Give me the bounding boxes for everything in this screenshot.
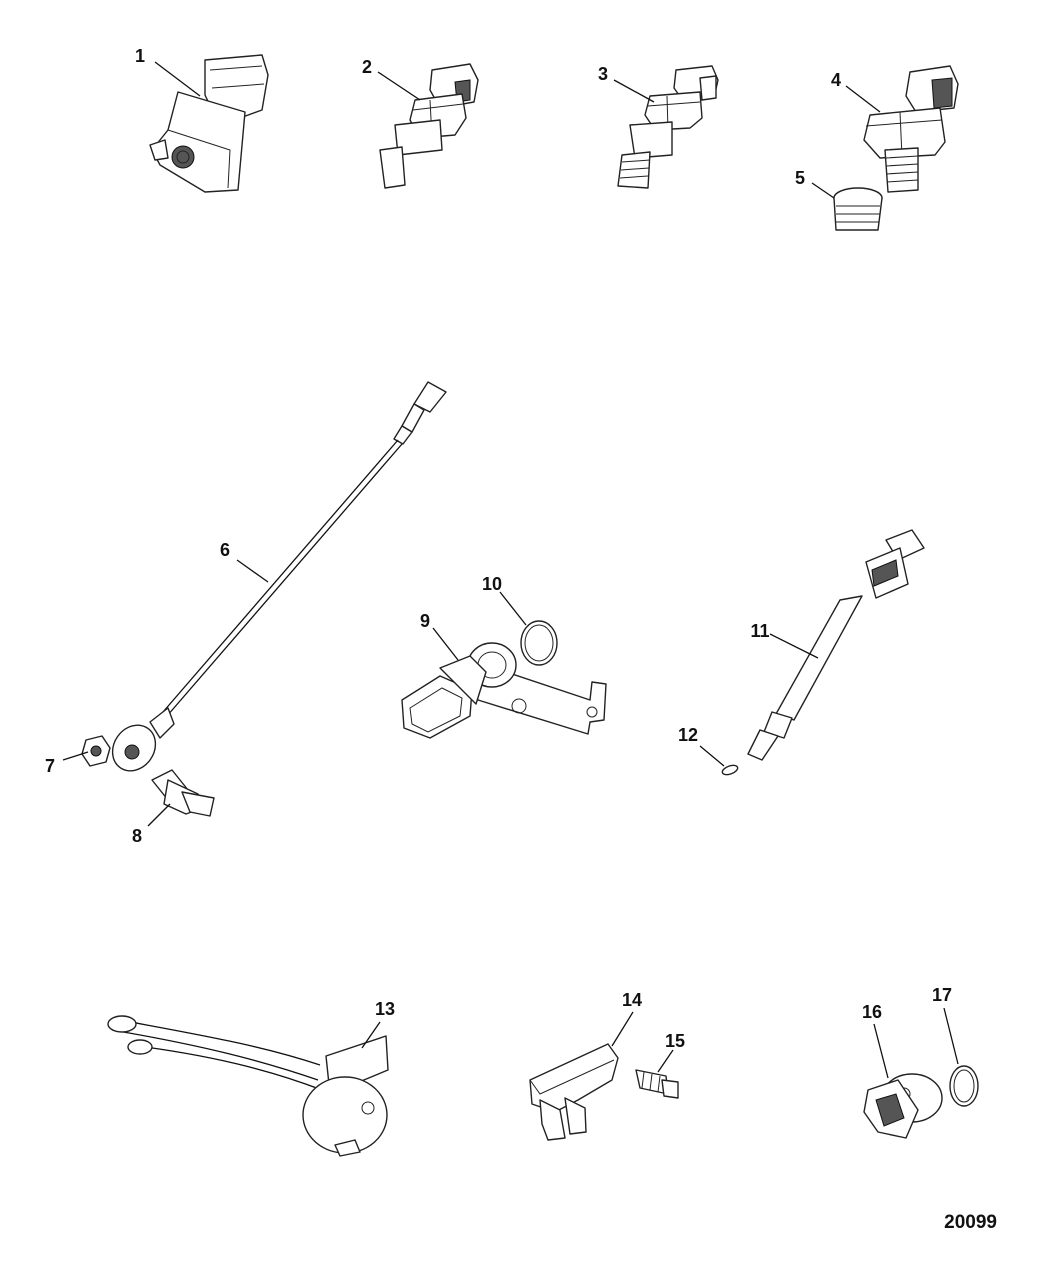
callout-14: 14 <box>622 990 642 1010</box>
part-7-nut <box>81 735 111 767</box>
part-14-bracket <box>529 1043 619 1141</box>
callout-7: 7 <box>45 756 55 776</box>
part-10-o-ring <box>520 620 558 666</box>
part-2-pressure-sensor <box>379 63 479 189</box>
part-11-temp-sensor-harness <box>747 529 925 761</box>
callout-12: 12 <box>678 725 698 745</box>
leader-lines <box>62 61 959 1079</box>
callout-1: 1 <box>135 46 145 66</box>
figure-number: 20099 <box>944 1212 997 1233</box>
callout-3: 3 <box>598 64 608 84</box>
callout-4: 4 <box>831 70 841 90</box>
part-9-sensor-bracket <box>401 642 607 739</box>
part-17-o-ring <box>949 1065 979 1107</box>
part-5-fitting <box>833 187 883 231</box>
part-12-small-o-ring <box>721 764 739 776</box>
callout-2: 2 <box>362 57 372 77</box>
part-8-stud <box>151 769 215 817</box>
part-15-screw <box>635 1069 679 1099</box>
part-1-map-sensor <box>149 54 269 193</box>
callout-11: 11 <box>750 621 769 641</box>
callout-10: 10 <box>482 574 502 594</box>
part-3-pressure-sensor <box>617 65 719 189</box>
part-13-sensor-with-wires <box>107 1015 389 1157</box>
callout-9: 9 <box>420 611 430 631</box>
callout-labels: 1 2 3 4 5 6 7 8 9 10 11 12 13 14 15 16 1… <box>45 46 952 1051</box>
callout-16: 16 <box>862 1002 882 1022</box>
callout-6: 6 <box>220 540 230 560</box>
part-16-sensor <box>863 1073 943 1139</box>
callout-17: 17 <box>932 985 952 1005</box>
callout-15: 15 <box>665 1031 685 1051</box>
callout-5: 5 <box>795 168 805 188</box>
part-4-pressure-sender <box>863 65 959 193</box>
part-6-knock-sensor-harness <box>111 381 447 772</box>
callout-13: 13 <box>375 999 395 1019</box>
callout-8: 8 <box>132 826 142 846</box>
